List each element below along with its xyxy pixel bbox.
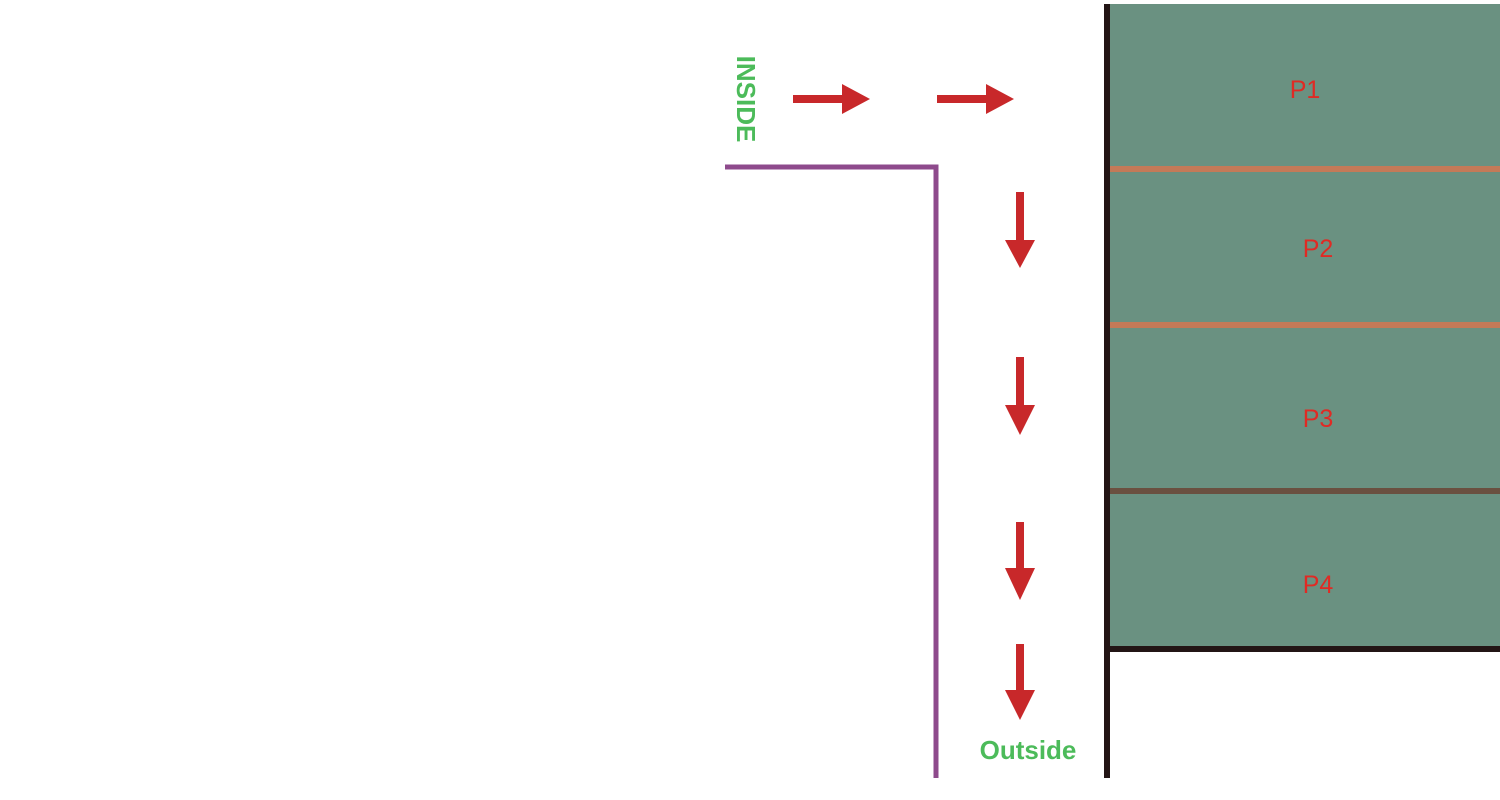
panel-divider bbox=[1110, 322, 1500, 328]
arrow-right-icon bbox=[937, 84, 1014, 114]
wall-line bbox=[1104, 4, 1110, 778]
arrow-down-icon bbox=[1005, 644, 1035, 720]
panel-p1 bbox=[1110, 4, 1500, 168]
panel-p4 bbox=[1110, 494, 1500, 647]
panel-label-p2: P2 bbox=[1303, 235, 1334, 263]
boundary-line bbox=[725, 164, 939, 778]
panel-label-p4: P4 bbox=[1303, 571, 1334, 599]
panel-label-p1: P1 bbox=[1290, 76, 1321, 104]
panel-label-p3: P3 bbox=[1303, 405, 1334, 433]
arrow-down-icon bbox=[1005, 192, 1035, 268]
inside-label: INSIDE bbox=[731, 56, 761, 143]
arrow-down-icon bbox=[1005, 522, 1035, 600]
arrow-right-icon bbox=[793, 84, 870, 114]
panel-p2 bbox=[1110, 171, 1500, 324]
panel-divider bbox=[1110, 166, 1500, 172]
panel-stack: P1 P2 P3 P4 bbox=[1110, 4, 1500, 652]
panel-p3 bbox=[1110, 327, 1500, 490]
arrow-down-icon bbox=[1005, 357, 1035, 435]
panel-bottom-edge bbox=[1110, 646, 1500, 652]
outside-label: Outside bbox=[980, 735, 1077, 765]
panel-divider bbox=[1110, 488, 1500, 494]
